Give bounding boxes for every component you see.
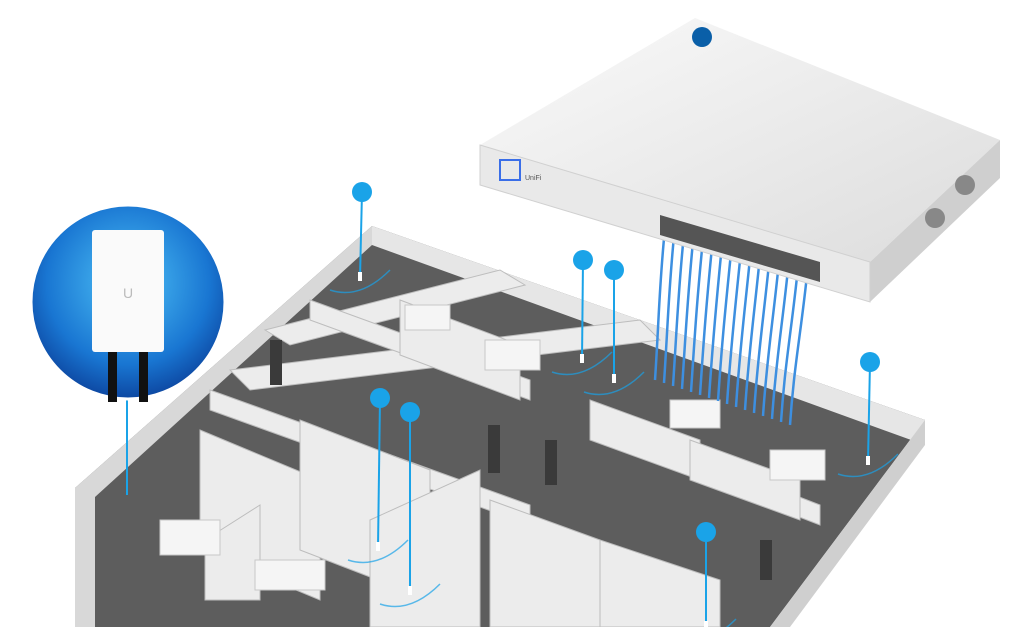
access-point-marker [379,402,441,608]
ethernet-cable [662,230,676,384]
access-point-marker [551,250,613,376]
ethernet-cable [108,352,117,402]
ethernet-cable [671,233,686,387]
inset-access-point: U [29,203,227,495]
access-point-marker [347,388,409,564]
ethernet-cable [689,239,705,393]
ethernet-cable [653,227,667,381]
ethernet-cable [716,247,733,402]
access-point-markers [329,182,899,627]
ethernet-cable [779,267,800,423]
switch-led-button [499,159,521,181]
access-point-marker [329,182,391,294]
ethernet-cable [707,244,724,399]
network-switch: UniFi [479,18,1000,303]
ethernet-cable [698,241,714,396]
ethernet-cable [680,236,695,390]
fan-vent-icon [955,175,975,195]
ethernet-cable [743,255,762,411]
access-point-marker [837,352,899,478]
ethernet-cable [725,250,743,405]
ethernet-cable [734,253,752,408]
switch-marker-dot [692,27,712,47]
access-point-device [92,230,164,352]
access-point-logo: U [123,285,133,301]
ethernet-cable [139,352,148,402]
ethernet-cable [752,258,771,414]
fan-vent-icon [925,208,945,228]
switch-logo: UniFi [525,175,542,182]
ethernet-cables [653,227,809,426]
ethernet-cable [761,261,781,417]
switch-ports [660,215,820,282]
access-point-marker [583,260,645,396]
access-point-marker [696,522,737,627]
ethernet-cable [770,264,790,420]
ethernet-cable [788,269,809,426]
